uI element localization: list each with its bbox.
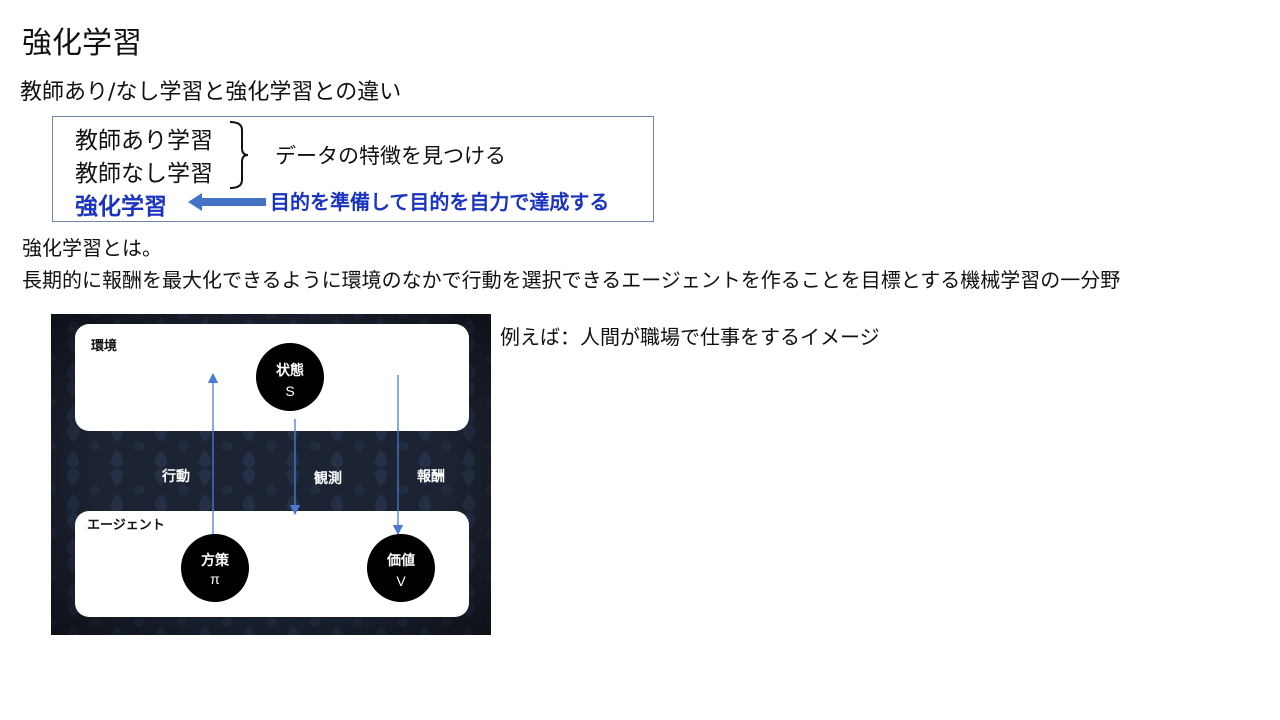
state-node [256,343,324,411]
page-subtitle: 教師あり/なし学習と強化学習との違い [20,80,402,105]
value-node [367,534,435,602]
policy-symbol: π [210,571,220,587]
comparison-box [52,116,654,222]
supervised-learning-label: 教師あり学習 [75,128,213,154]
definition-text: 長期的に報酬を最大化できるように環境のなかで行動を選択できるエージェントを作るこ… [22,268,1121,292]
right-brace-icon [229,121,249,189]
page-title: 強化学習 [22,26,142,61]
value-name: 価値 [386,552,415,568]
value-symbol: V [396,573,406,589]
reward-label: 報酬 [417,468,445,484]
state-symbol: S [285,383,294,399]
environment-label: 環境 [91,338,117,353]
state-name: 状態 [276,362,304,378]
agent-label: エージェント [87,517,165,532]
policy-name: 方策 [201,552,230,568]
agent-panel [75,511,469,617]
find-features-label: データの特徴を見つける [275,144,506,168]
definition-heading: 強化学習とは。 [22,236,162,260]
observation-label: 観測 [314,470,342,486]
rl-diagram: 環境 エージェント 行動 観測 報酬 状態 S 方策 π 価値 V [51,314,491,635]
unsupervised-learning-label: 教師なし学習 [75,161,213,187]
example-text: 例えば：人間が職場で仕事をするイメージ [500,325,880,349]
left-arrow-icon [188,193,266,211]
rl-goal-label: 目的を準備して目的を自力で達成する [270,190,610,214]
action-label: 行動 [161,468,190,484]
policy-node [181,534,249,602]
reinforcement-learning-label: 強化学習 [75,194,167,220]
